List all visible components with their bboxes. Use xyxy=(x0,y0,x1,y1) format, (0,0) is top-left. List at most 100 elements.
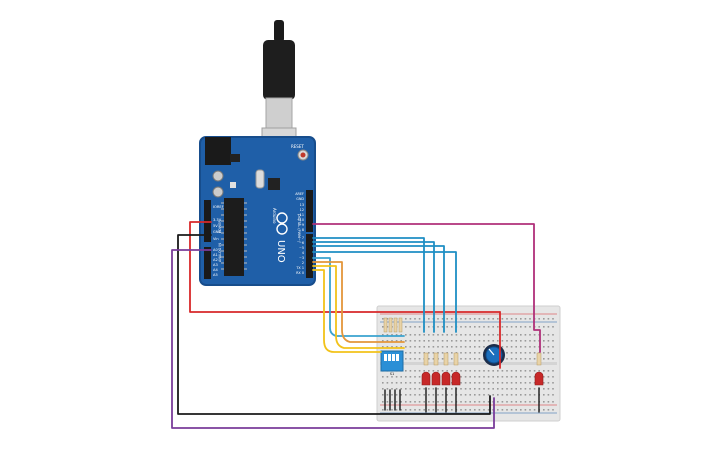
breadboard-hole xyxy=(460,346,462,348)
breadboard-hole xyxy=(520,401,522,403)
breadboard-hole xyxy=(414,334,416,336)
breadboard-hole xyxy=(478,401,481,403)
breadboard-hole xyxy=(386,318,389,320)
digital-label: DIGITAL (PWM~) xyxy=(297,214,301,243)
pin-4-label: 4 xyxy=(302,251,304,255)
breadboard-hole xyxy=(391,409,393,411)
breadboard-hole xyxy=(405,340,407,342)
breadboard-hole xyxy=(469,334,471,336)
breadboard-hole xyxy=(423,334,425,336)
breadboard-hole xyxy=(405,326,407,328)
breadboard-hole xyxy=(506,382,508,384)
breadboard-hole xyxy=(451,346,453,348)
breadboard-hole xyxy=(455,334,458,336)
breadboard-hole xyxy=(428,346,430,348)
breadboard-hole xyxy=(464,401,467,403)
breadboard-hole xyxy=(533,334,536,336)
breadboard-hole xyxy=(451,318,453,320)
breadboard-hole xyxy=(464,358,467,360)
breadboard-hole xyxy=(478,370,481,372)
breadboard-hole xyxy=(409,388,412,390)
breadboard-hole xyxy=(386,388,389,390)
breadboard-hole xyxy=(474,334,476,336)
breadboard-hole xyxy=(497,334,499,336)
breadboard-hole xyxy=(460,401,462,403)
breadboard-hole xyxy=(460,352,462,354)
resistor-led-5 xyxy=(536,352,542,366)
breadboard-hole xyxy=(400,409,402,411)
pin-3-label: ~3 xyxy=(299,256,304,260)
breadboard-hole xyxy=(382,409,384,411)
breadboard-hole xyxy=(515,352,517,354)
dip-switch[interactable]: S1 xyxy=(380,350,404,376)
reset-button-cap xyxy=(300,152,306,158)
breadboard-hole xyxy=(460,340,462,342)
breadboard-hole xyxy=(501,346,504,348)
analog-label-a1: A1 xyxy=(213,253,218,257)
breadboard-hole xyxy=(478,382,481,384)
breadboard-hole xyxy=(552,346,554,348)
breadboard-hole xyxy=(469,340,471,342)
breadboard-hole xyxy=(418,382,421,384)
breadboard-hole xyxy=(432,394,435,396)
breadboard-hole xyxy=(506,340,508,342)
dip-toggle-2[interactable] xyxy=(388,354,391,361)
breadboard-hole xyxy=(386,394,389,396)
breadboard-hole xyxy=(520,334,522,336)
breadboard-hole xyxy=(386,376,389,378)
breadboard-hole xyxy=(400,334,402,336)
breadboard-hole xyxy=(464,340,467,342)
breadboard-hole xyxy=(524,388,527,390)
breadboard-hole xyxy=(547,318,550,320)
power-header xyxy=(204,200,211,242)
breadboard-hole xyxy=(524,376,527,378)
dip-toggle-3[interactable] xyxy=(392,354,395,361)
pin-13-label: 13 xyxy=(300,203,304,207)
breadboard-hole xyxy=(478,346,481,348)
breadboard-hole xyxy=(469,382,471,384)
breadboard-hole xyxy=(409,409,412,411)
potentiometer[interactable] xyxy=(483,344,505,366)
breadboard-hole xyxy=(400,340,402,342)
breadboard-hole xyxy=(455,346,458,348)
breadboard-hole xyxy=(510,376,513,378)
breadboard-hole xyxy=(405,409,407,411)
breadboard-hole xyxy=(455,340,458,342)
dip-toggle-1[interactable] xyxy=(384,354,387,361)
breadboard-hole xyxy=(382,394,384,396)
breadboard-hole xyxy=(529,401,531,403)
breadboard-hole xyxy=(423,340,425,342)
analog-label-a2: A2 xyxy=(213,258,218,262)
breadboard-hole xyxy=(483,370,485,372)
breadboard-hole xyxy=(552,326,554,328)
breadboard-hole xyxy=(483,388,485,390)
breadboard-hole xyxy=(483,382,485,384)
breadboard-hole xyxy=(432,358,435,360)
dip-toggle-4[interactable] xyxy=(396,354,399,361)
breadboard-hole xyxy=(497,394,499,396)
breadboard-hole xyxy=(414,401,416,403)
breadboard-hole xyxy=(382,376,384,378)
breadboard-hole xyxy=(483,376,485,378)
breadboard-hole xyxy=(506,326,508,328)
breadboard-hole xyxy=(428,388,430,390)
breadboard-hole xyxy=(409,352,412,354)
usb-plug-body xyxy=(263,40,295,100)
breadboard-hole xyxy=(400,401,402,403)
analog-label-a0: A0 xyxy=(213,248,218,252)
breadboard-hole xyxy=(382,388,384,390)
breadboard-hole xyxy=(487,382,490,384)
breadboard-hole xyxy=(497,340,499,342)
breadboard xyxy=(376,305,561,422)
breadboard-hole xyxy=(382,326,384,328)
breadboard-hole xyxy=(446,388,448,390)
breadboard-hole xyxy=(501,388,504,390)
breadboard-hole xyxy=(510,388,513,390)
breadboard-hole xyxy=(487,318,490,320)
breadboard-hole xyxy=(510,318,513,320)
breadboard-hole xyxy=(520,409,522,411)
breadboard-hole xyxy=(391,382,393,384)
breadboard-hole xyxy=(409,370,412,372)
resistor-led-1 xyxy=(423,352,429,366)
